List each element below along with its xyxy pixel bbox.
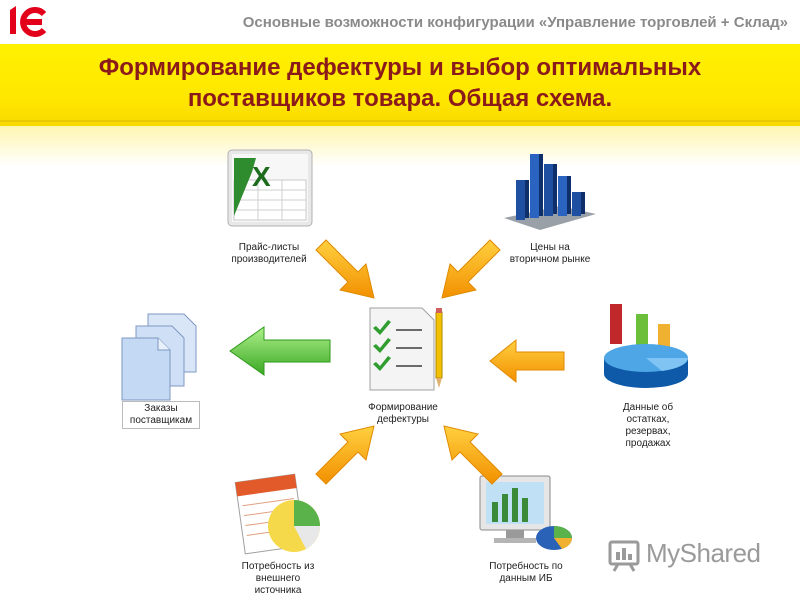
label-supplier-orders: Заказы поставщикам <box>122 401 200 429</box>
label-secondary-prices: Цены на вторичном рынке <box>509 242 591 265</box>
watermark-text: MyShared <box>646 538 761 568</box>
arrow-center-to-orders <box>229 326 331 376</box>
page-title: Формирование дефектуры и выбор оптимальн… <box>0 52 800 114</box>
label-price-lists: Прайс-листы производителей <box>231 242 307 265</box>
label-stock-data: Данные об остатках, резервах, продажах <box>622 402 674 449</box>
arrow-secondary-to-center <box>441 239 501 299</box>
title-band <box>0 44 800 126</box>
checklist-icon <box>369 307 443 391</box>
documents-icon <box>121 313 197 401</box>
arrow-stock-to-center <box>489 338 565 384</box>
arrow-ib-to-center <box>443 425 503 485</box>
top-bar: Основные возможности конфигурации «Управ… <box>0 0 800 44</box>
label-external-need: Потребность из внешнего источника <box>241 561 315 596</box>
title-line-2: поставщиков товара. Общая схема. <box>187 85 613 112</box>
monitor-chart-icon <box>479 475 573 550</box>
label-center: Формирование дефектуры <box>368 402 438 425</box>
1c-logo <box>10 6 46 37</box>
excel-icon: X <box>227 149 313 227</box>
title-line-1: Формирование дефектуры и выбор оптимальн… <box>98 54 702 81</box>
pie-chart-3d-icon <box>604 304 689 388</box>
arrow-external-to-center <box>315 425 375 485</box>
svg-text:X: X <box>252 161 271 192</box>
chart-sheet-icon <box>234 473 320 555</box>
label-ib-need: Потребность по данным ИБ <box>489 561 563 584</box>
arrow-price-lists-to-center <box>315 239 375 299</box>
header-text: Основные возможности конфигурации «Управ… <box>242 14 788 31</box>
bar-chart-icon <box>504 154 596 230</box>
myshared-logo-icon <box>608 540 640 572</box>
